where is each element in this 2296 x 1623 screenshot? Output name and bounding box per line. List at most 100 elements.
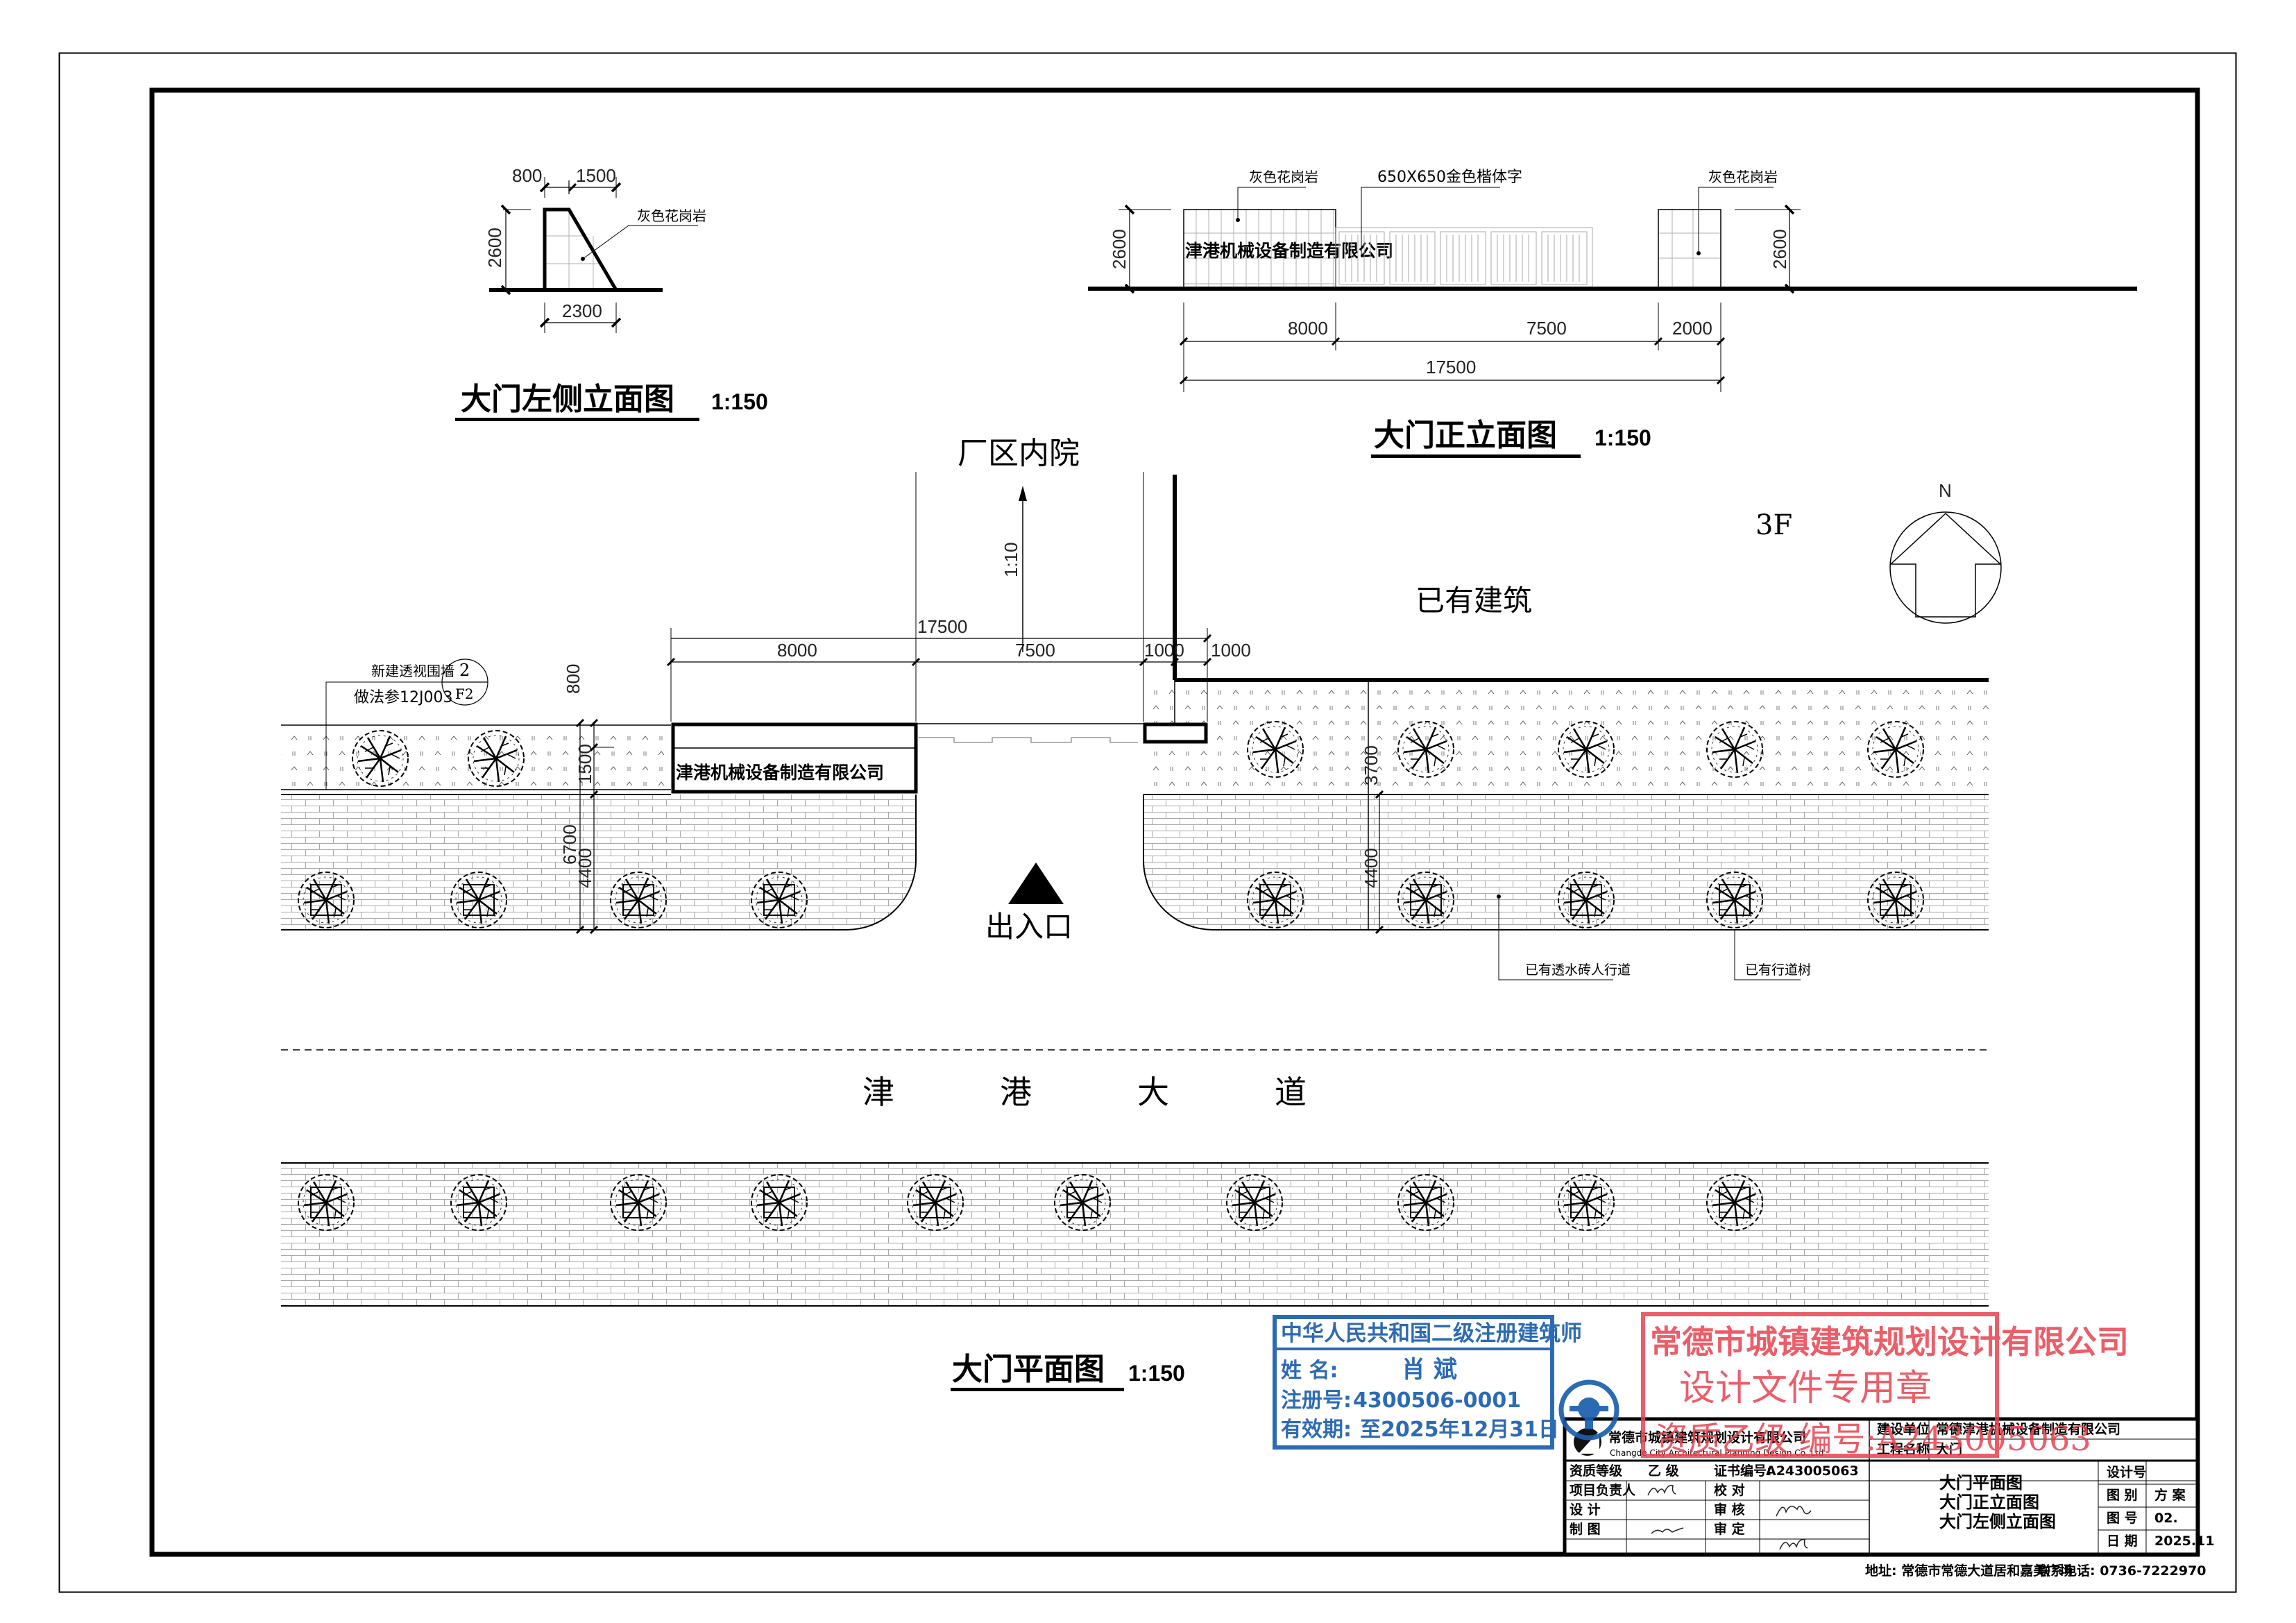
dim-tick	[1202, 657, 1212, 667]
gate-panel	[1389, 231, 1436, 285]
front-elevation-scale: 1:150	[1595, 425, 1651, 450]
gate-panel	[1440, 231, 1486, 285]
dim-tick	[589, 718, 599, 728]
architect-name: 肖 斌	[1402, 1356, 1457, 1384]
emblem-icon	[1558, 1379, 1619, 1441]
pavement-right	[1143, 794, 1989, 930]
dim-17500-front: 17500	[1426, 357, 1476, 377]
dim-2600-front-left: 2600	[1109, 229, 1130, 269]
detail-sheet: F2	[455, 686, 474, 702]
left-elevation: 800 1500 2600 2300 灰色花岗岩 大门左侧立面图 1:150	[455, 165, 768, 421]
dim-tick	[666, 657, 676, 667]
dim-tick	[575, 718, 585, 728]
title-block-role: 审 定	[1714, 1521, 1745, 1537]
dim-17500-plan: 17500	[917, 616, 967, 637]
dim-tick	[1331, 337, 1341, 346]
callout-pavement: 已有透水砖人行道	[1525, 962, 1631, 978]
front-note-left-material: 灰色花岗岩	[1249, 169, 1318, 185]
dim-1500-plan: 1500	[575, 744, 595, 784]
architect-name-label: 姓 名:	[1281, 1359, 1338, 1383]
dim-1500: 1500	[576, 165, 616, 186]
title-block-role: 校 对	[1714, 1482, 1745, 1498]
entrance-label: 出入口	[985, 910, 1073, 944]
dim-800-plan: 800	[563, 664, 584, 694]
signature-icon	[1647, 1484, 1676, 1496]
front-wall-vertical-joints	[1196, 210, 1334, 288]
dim-4400-plan-right: 4400	[1361, 848, 1381, 888]
dim-4400-plan-left: 4400	[575, 848, 595, 888]
left-elevation-title: 大门左侧立面图	[461, 382, 674, 417]
dim-8000-plan: 8000	[777, 640, 817, 661]
callout-trees: 已有行道树	[1745, 962, 1811, 978]
company-stamp-line1: 常德市城镇建筑规划设计有限公司	[1650, 1323, 2129, 1361]
phone: 联系电话: 0736-7222970	[2037, 1563, 2206, 1579]
dim-tick	[1375, 790, 1384, 799]
sign-wall	[671, 722, 918, 794]
qualification-label: 资质等级	[1570, 1463, 1622, 1479]
gate-post	[1143, 722, 1208, 744]
pavement-left	[281, 794, 916, 930]
architect-valid-until: 至2025年12月31日	[1360, 1418, 1559, 1442]
architect-reg-label: 注册号:	[1281, 1388, 1352, 1413]
architect-reg-no: 4300506-0001	[1353, 1388, 1521, 1413]
dim-8000-front: 8000	[1288, 318, 1328, 339]
meta-label: 图 别	[2107, 1488, 2138, 1503]
dim-2600-side: 2600	[484, 228, 505, 268]
dim-tick	[1202, 634, 1212, 643]
title-block-role: 项目负责人	[1570, 1482, 1636, 1498]
cert-number: A243005063	[1766, 1463, 1859, 1479]
drawing-title: 大门正立面图	[1939, 1493, 2039, 1512]
meta-label: 图 号	[2107, 1511, 2138, 1526]
front-note-lettering: 650X650金色楷体字	[1377, 169, 1522, 186]
gate-panel	[1490, 231, 1537, 285]
road-name-char: 港	[1000, 1073, 1032, 1111]
dim-tick	[1179, 337, 1189, 346]
road-name-char: 道	[1275, 1073, 1307, 1111]
front-sign-text: 津港机械设备制造有限公司	[1185, 241, 1393, 261]
cert-label: 证书编号:	[1714, 1463, 1772, 1479]
dim-2300: 2300	[562, 300, 602, 321]
title-block-role: 制 图	[1570, 1521, 1601, 1537]
company-stamp-line3: 资质乙级 编号:A243005063	[1655, 1420, 2091, 1459]
meta-value: 方 案	[2154, 1487, 2186, 1503]
title-block: 常德市城镇建筑规划设计有限公司 Changde City Architectur…	[1563, 1417, 2215, 1579]
dim-tick	[575, 925, 585, 935]
client-name: 常德津港机械设备制造有限公司	[1936, 1421, 2120, 1437]
north-label: N	[1939, 480, 1952, 501]
floors-label: 3F	[1755, 509, 1792, 541]
front-note-right-material: 灰色花岗岩	[1708, 169, 1778, 185]
dim-800: 800	[512, 165, 542, 186]
dim-tick	[589, 742, 599, 752]
fence-note-line2: 做法参12J003	[354, 689, 452, 706]
signature-icon	[1776, 1506, 1812, 1517]
title-block-role: 审 核	[1714, 1502, 1745, 1518]
qualification-value: 乙 级	[1648, 1463, 1679, 1479]
signature-icon	[1779, 1538, 1808, 1550]
drawing-title: 大门左侧立面图	[1939, 1512, 2056, 1531]
dim-2000-front: 2000	[1672, 318, 1712, 339]
dim-tick	[1179, 375, 1189, 385]
north-arrow-icon: N	[1889, 480, 2002, 624]
left-elevation-hatch	[545, 210, 601, 290]
dim-tick	[911, 657, 921, 667]
dim-tick	[589, 790, 599, 799]
company-stamp-line2: 设计文件专用章	[1679, 1368, 1932, 1409]
dim-tick	[1716, 337, 1726, 346]
dim-1000a-plan: 1000	[1144, 640, 1184, 661]
meta-value: 02.	[2154, 1511, 2178, 1526]
dim-tick	[1653, 337, 1663, 346]
outer-frame	[58, 52, 2237, 1593]
fence-note-line1: 新建透视围墙	[371, 663, 454, 679]
dim-6700-plan: 6700	[559, 824, 580, 865]
project-name: 大门	[1936, 1441, 1962, 1457]
road-name-char: 大	[1137, 1073, 1169, 1111]
gate-panel	[1541, 231, 1588, 285]
architect-stamp: 中华人民共和国二级注册建筑师 姓 名: 肖 斌 注册号: 4300506-000…	[1273, 1315, 1619, 1450]
dim-tick	[1716, 375, 1726, 385]
meta-label: 设计号	[2107, 1465, 2146, 1480]
drawing-title: 大门平面图	[1939, 1473, 2023, 1493]
meta-label: 日 期	[2107, 1533, 2138, 1549]
dim-tick	[1375, 925, 1384, 935]
plan-scale: 1:150	[1128, 1361, 1185, 1386]
